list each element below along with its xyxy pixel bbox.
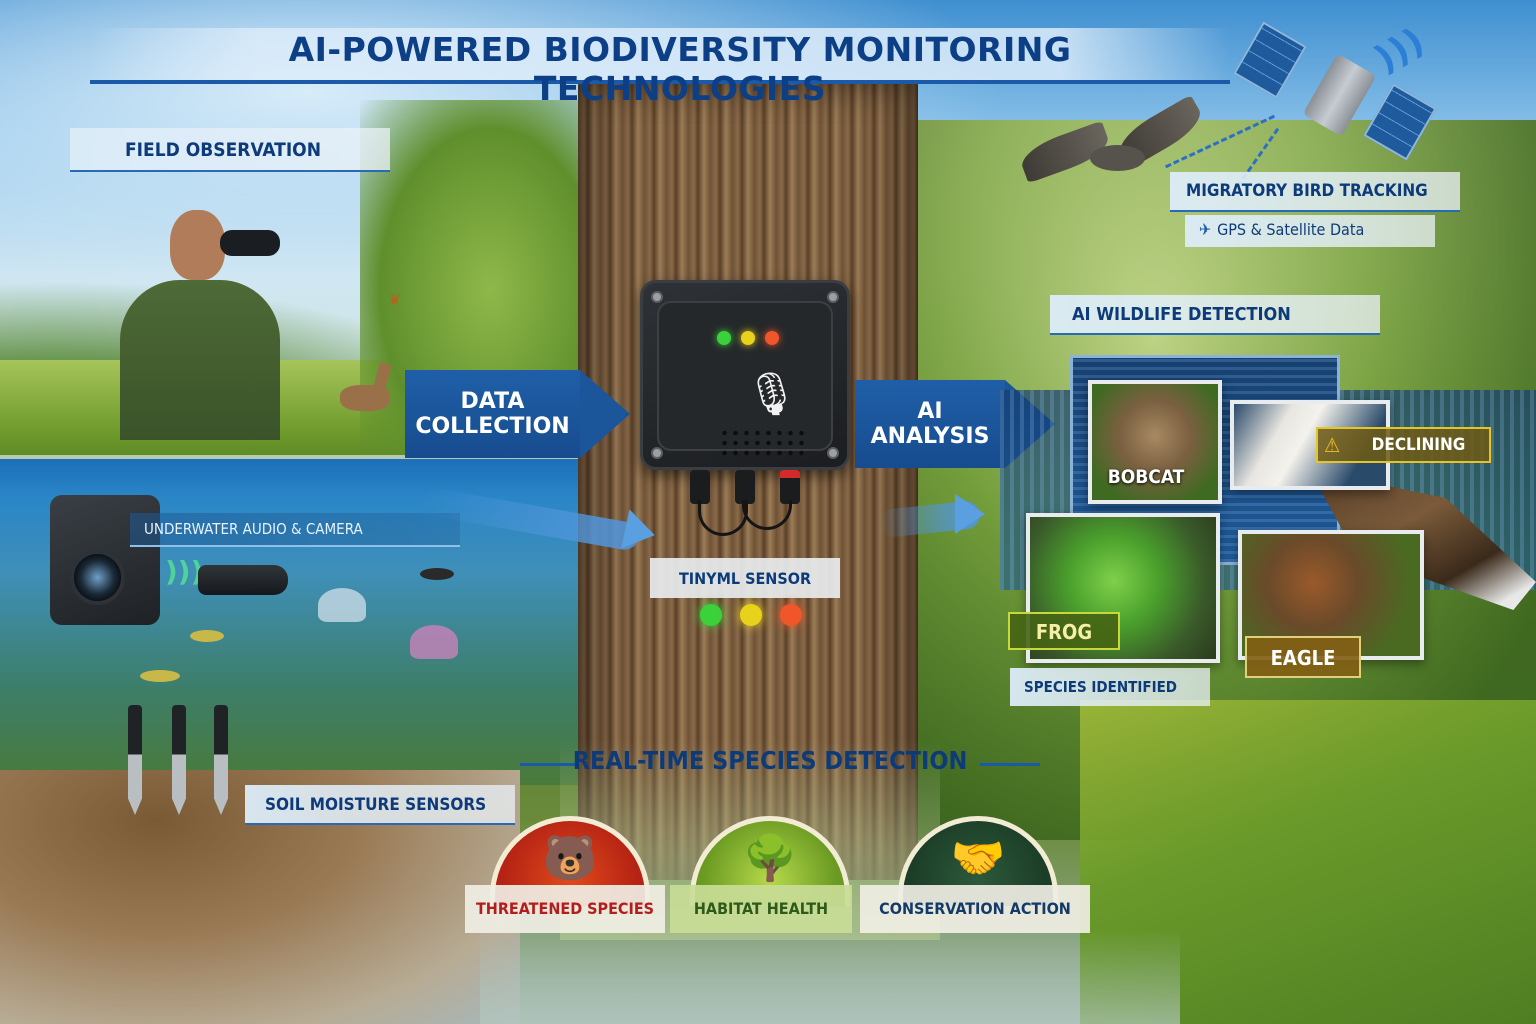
fish-illustration [140,670,180,682]
threatened-species-label: THREATENED SPECIES [465,885,665,933]
arrow-head [580,370,630,458]
bobcat-tag: BOBCAT [1107,466,1185,488]
screw [651,447,663,459]
satellite-illustration: ))) [1233,20,1440,161]
species-identified-label: SPECIES IDENTIFIED [1010,668,1210,706]
migratory-bird-tracking-label: MIGRATORY BIRD TRACKING [1170,172,1460,212]
cable-plug-red [780,470,800,504]
cable-plug [690,470,710,504]
observer-head [170,210,225,280]
handshake-icon: 🤝 [950,833,1006,884]
gps-text: GPS & Satellite Data [1217,220,1365,239]
title-banner [90,28,1230,84]
screw [827,291,839,303]
tinyml-sensor-device: 🎙 [640,280,850,470]
frog-tag: FROG [1008,612,1120,650]
ai-analysis-label: AI ANALYSIS [855,380,1005,468]
bobcat-photo [1088,380,1222,504]
jellyfish-illustration [318,588,366,622]
tinyml-sensor-label: TINYML SENSOR [650,558,840,598]
arrow-text-line2: COLLECTION [415,414,570,439]
cable [742,500,792,530]
paper-plane-icon: ✈ [1199,220,1212,239]
divider-line [520,763,580,766]
migratory-bird-illustration [1016,94,1208,205]
field-observer-illustration [100,200,300,440]
cable [698,500,748,536]
led-red [765,331,779,345]
satellite-body [1302,53,1377,137]
signal-icon: ))) [1368,20,1432,81]
led-green [717,331,731,345]
warning-icon: ⚠ [1324,433,1341,457]
binoculars-icon [220,230,280,256]
bird-body [1090,145,1145,171]
status-led-yellow [740,604,762,626]
soil-probe-icon [172,705,186,815]
declining-alert-tag: ⚠ DECLINING [1316,427,1491,463]
speaker-grille [719,428,807,458]
microphone-icon: 🎙 [745,369,799,418]
conservation-action-label: CONSERVATION ACTION [860,885,1090,933]
fish-illustration [420,568,454,580]
bottom-mist [480,930,1180,1024]
status-led-green [700,604,722,626]
jellyfish-illustration [410,625,458,659]
butterfly-icon: ❦ [388,290,402,309]
soil-moisture-sensors-label: SOIL MOISTURE SENSORS [245,785,515,825]
observer-body [120,280,280,440]
tree-icon: 🌳 [742,833,798,884]
solar-panel-left [1233,21,1307,99]
status-led-red [780,604,802,626]
fish-illustration [190,630,224,642]
led-yellow [741,331,755,345]
field-observation-label: FIELD OBSERVATION [70,128,390,172]
camera-lens [70,550,125,605]
sound-wave-icon: ))) [165,555,204,588]
divider-line [980,763,1040,766]
habitat-health-label: HABITAT HEALTH [670,885,852,933]
eagle-tag: EAGLE [1245,636,1361,678]
soil-probe-icon [128,705,142,815]
hydrophone-icon [198,565,288,595]
gps-satellite-label: ✈ GPS & Satellite Data [1185,215,1435,247]
flow-arrow-head [955,494,985,534]
soil-probe-icon [214,705,228,815]
arrow-text-line1: DATA [460,388,525,414]
bear-warning-icon: 🐻 [542,833,598,884]
device-face: 🎙 [657,301,833,458]
sensor-cables [680,470,810,540]
ai-wildlife-detection-label: AI WILDLIFE DETECTION [1050,295,1380,335]
deer-neck [372,361,392,395]
deer-illustration [340,355,400,435]
underwater-audio-camera-label: UNDERWATER AUDIO & CAMERA [130,513,460,547]
cable-plug [735,470,755,504]
realtime-detection-title: REAL-TIME SPECIES DETECTION [572,746,968,775]
screw [651,291,663,303]
page-title: AI-POWERED BIODIVERSITY MONITORING TECHN… [288,30,1072,108]
status-lights [700,600,810,630]
declining-text: DECLINING [1371,435,1466,455]
solar-panel-right [1363,83,1437,161]
screw [827,447,839,459]
